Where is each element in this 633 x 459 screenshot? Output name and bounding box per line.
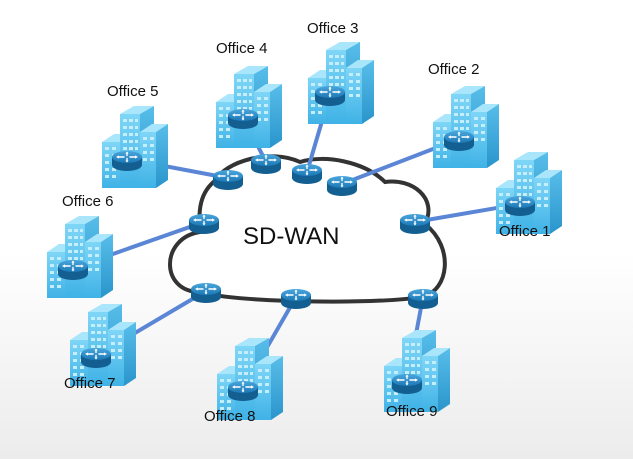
office-label: Office 4: [216, 40, 267, 57]
building-icon: [216, 66, 282, 148]
office-label: Office 2: [428, 61, 479, 78]
office-router-icon: [504, 195, 536, 217]
office-router-icon: [111, 150, 143, 172]
cloud-router-icon: [250, 153, 282, 175]
office-label: Office 5: [107, 83, 158, 100]
office-router-icon: [57, 259, 89, 281]
office-2: Office 2: [428, 61, 499, 168]
building-icon: [102, 106, 168, 188]
office-5: Office 5: [102, 83, 168, 188]
office-label: Office 1: [499, 223, 550, 240]
cloud-router-icon: [212, 169, 244, 191]
cloud-router-icon: [326, 175, 358, 197]
building-icon: [433, 86, 499, 168]
cloud-router-icon: [291, 163, 323, 185]
office-7: Office 7: [64, 304, 136, 392]
office-router-icon: [80, 347, 112, 369]
building-icon: [384, 330, 450, 412]
office-4: Office 4: [216, 40, 282, 148]
office-9: Office 9: [384, 330, 450, 420]
building-icon: [496, 152, 562, 234]
office-router-icon: [443, 130, 475, 152]
cloud-router-icon: [407, 288, 439, 310]
building-icon: [70, 304, 136, 386]
office-1: Office 1: [496, 152, 562, 240]
building-icon: [47, 216, 113, 298]
cloud-router-icon: [188, 213, 220, 235]
office-label: Office 3: [307, 20, 358, 37]
office-label: Office 8: [204, 408, 255, 425]
cloud-router-icon: [280, 288, 312, 310]
office-label: Office 9: [386, 403, 437, 420]
building-icon: [308, 42, 374, 124]
office-router-icon: [227, 108, 259, 130]
office-router-icon: [391, 373, 423, 395]
office-router-icon: [314, 85, 346, 107]
office-label: Office 6: [62, 193, 113, 210]
office-8: Office 8: [204, 338, 283, 425]
office-3: Office 3: [307, 20, 374, 124]
cloud-router-icon: [190, 282, 222, 304]
office-router-icon: [227, 380, 259, 402]
office-6: Office 6: [47, 193, 113, 298]
cloud-router-icon: [399, 213, 431, 235]
office-label: Office 7: [64, 375, 115, 392]
sd-wan-label: SD-WAN: [243, 223, 339, 250]
